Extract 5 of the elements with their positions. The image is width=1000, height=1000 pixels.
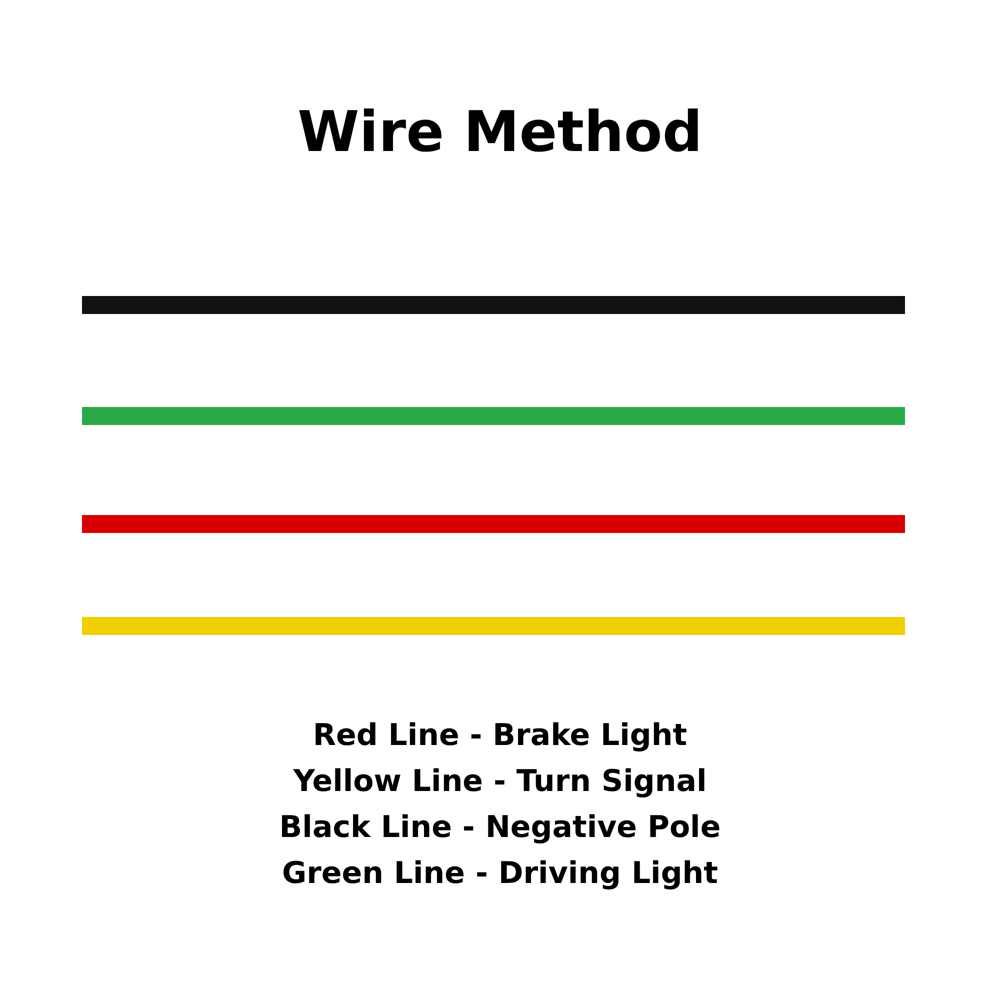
wire-color-note: Green Line - Driving Light xyxy=(282,856,718,891)
wire-color-note: Red Line - Brake Light xyxy=(312,718,688,753)
wire-color-note: Black Line - Negative Pole xyxy=(279,810,721,845)
title: Wire Method xyxy=(298,100,702,165)
wire-color-note: Yellow Line - Turn Signal xyxy=(293,764,707,799)
